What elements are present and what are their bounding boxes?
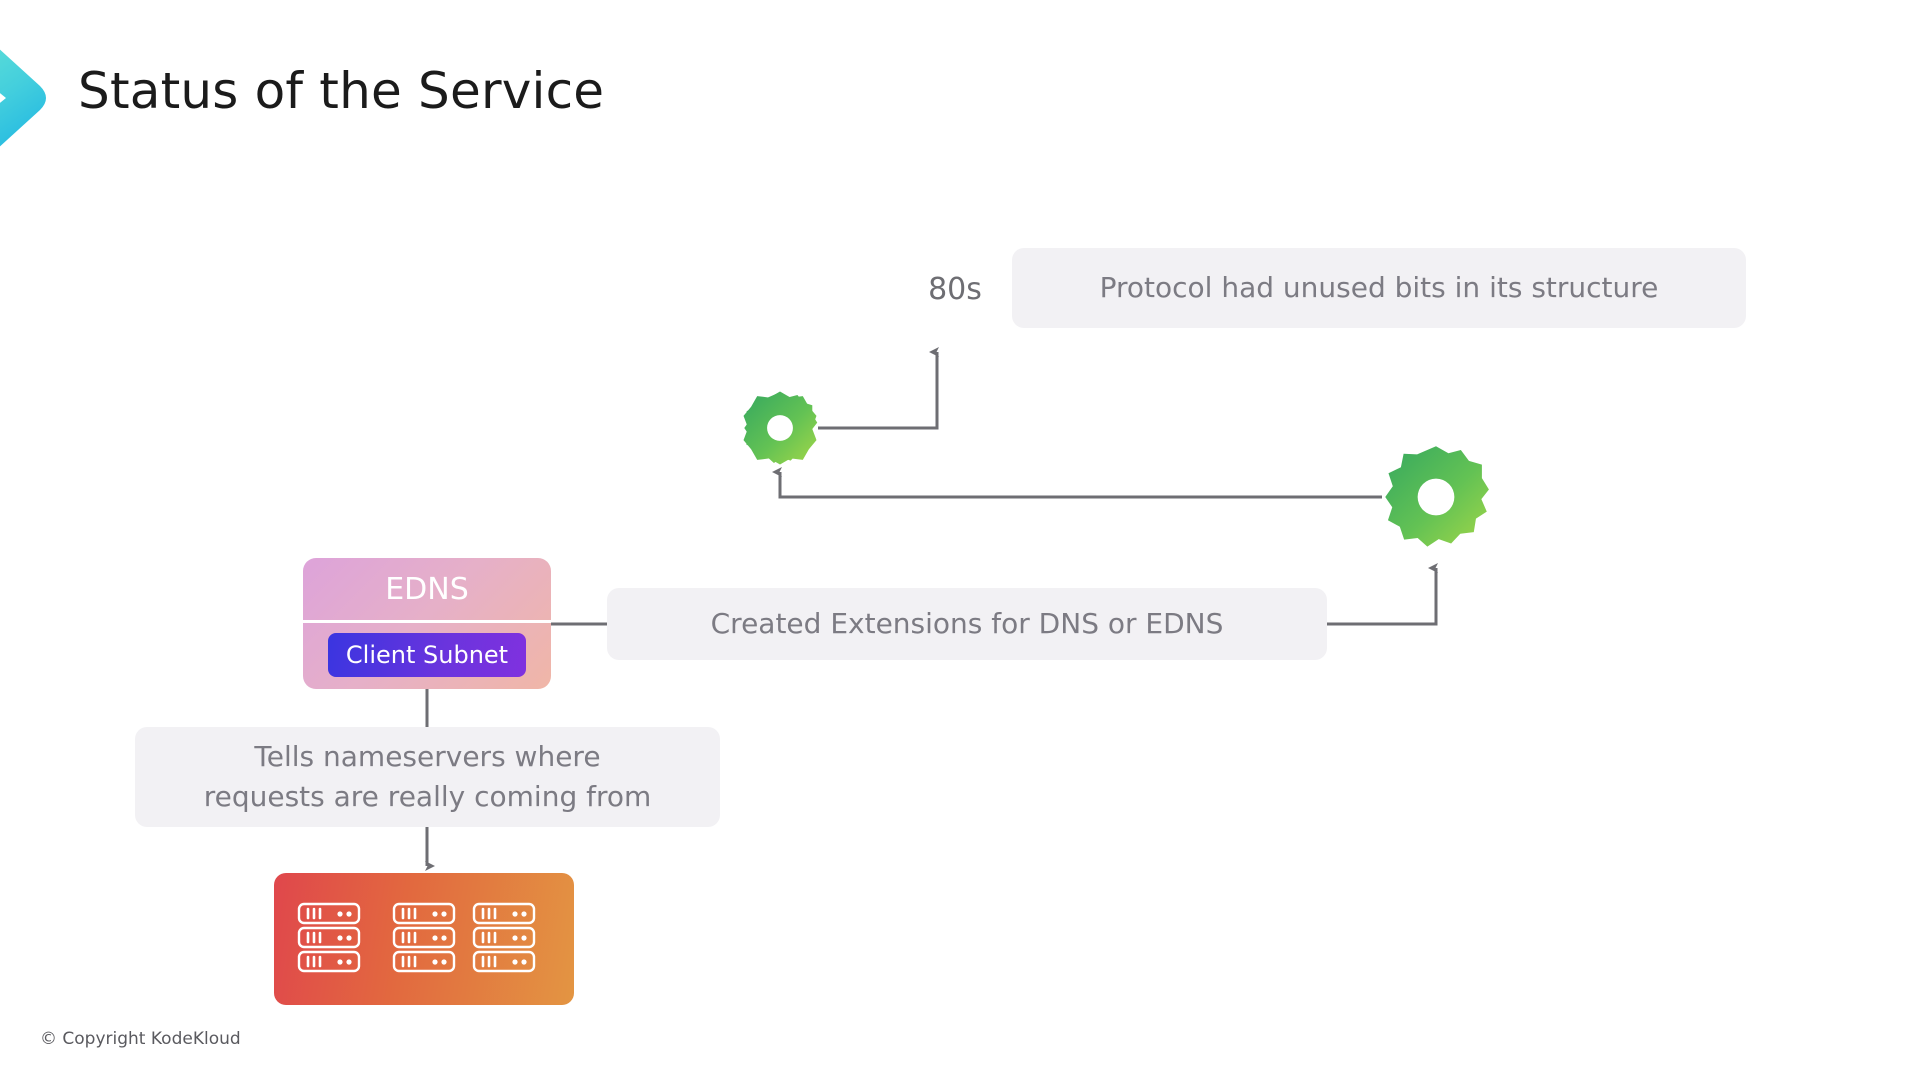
- page-title: Status of the Service: [78, 62, 605, 120]
- callout-tells-line2: requests are really coming from: [203, 780, 652, 813]
- callout-extensions: Created Extensions for DNS or EDNS: [607, 588, 1327, 660]
- gear-icon-large: [1385, 446, 1489, 547]
- chevron-right-icon: [0, 49, 46, 147]
- callout-protocol: Protocol had unused bits in its structur…: [1012, 248, 1746, 328]
- server-rack-icon: [274, 873, 574, 1005]
- server-rack-units: [297, 902, 536, 973]
- edns-card-title: EDNS: [385, 571, 469, 607]
- copyright-notice: © Copyright KodeKloud: [40, 1029, 241, 1049]
- gear-icon-small: [743, 391, 818, 465]
- callout-tells-nameservers: Tells nameservers where requests are rea…: [135, 727, 720, 827]
- edns-card[interactable]: EDNS Client Subnet: [303, 558, 551, 689]
- edns-card-divider: [303, 620, 551, 623]
- client-subnet-badge[interactable]: Client Subnet: [328, 633, 526, 677]
- callout-tells-line1: Tells nameservers where: [254, 740, 601, 774]
- era-label: 80s: [928, 272, 982, 307]
